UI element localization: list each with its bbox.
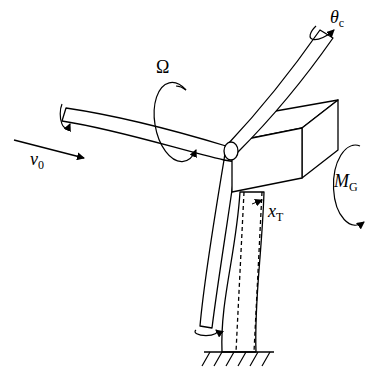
tower-displacement-label: xT bbox=[268, 202, 283, 220]
pitch-angle-label: θc bbox=[330, 8, 344, 26]
rotor-speed-label: Ω bbox=[156, 58, 169, 76]
wind-speed-label: v0 bbox=[30, 150, 44, 168]
generator-torque-label: MG bbox=[334, 172, 358, 190]
